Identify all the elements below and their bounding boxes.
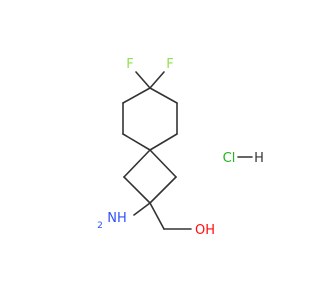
- bond: [123, 176, 151, 204]
- bond: [122, 87, 151, 104]
- bond: [149, 133, 178, 151]
- bond: [149, 87, 178, 104]
- bond-layer: [122, 71, 253, 230]
- bond: [149, 176, 177, 204]
- bond: [149, 149, 177, 178]
- fluorine-atom-label: F: [166, 57, 173, 72]
- bond: [135, 71, 151, 89]
- bond: [133, 202, 151, 216]
- chlorine-atom-label: Cl: [223, 151, 236, 166]
- amine-h-count: 2: [97, 221, 103, 231]
- bond: [123, 149, 151, 178]
- bond: [122, 133, 151, 151]
- molecule-canvas: F F NH 2 OH Cl H: [97, 57, 264, 238]
- fluorine-atom-label: F: [126, 57, 133, 72]
- hydroxyl-atom-label: OH: [195, 223, 215, 238]
- bond: [149, 202, 165, 230]
- bond: [149, 71, 165, 89]
- hydrogen-atom-label: H: [254, 151, 264, 166]
- structure-diagram: F F NH 2 OH Cl H: [97, 57, 264, 238]
- amine-atom-label: NH: [107, 211, 127, 226]
